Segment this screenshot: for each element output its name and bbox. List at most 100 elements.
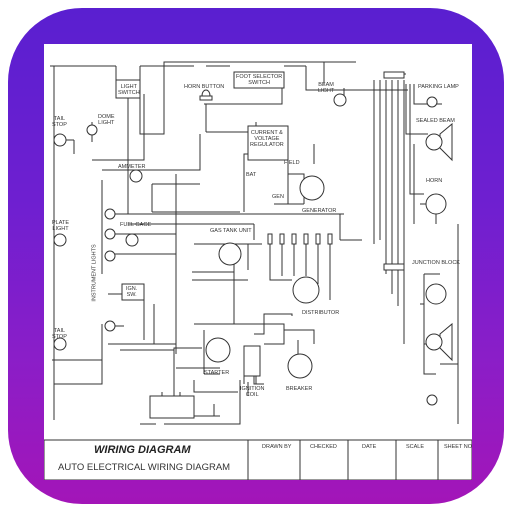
wire	[108, 293, 176, 345]
plate-light-label: PLATE LIGHT	[52, 220, 70, 232]
tail-stop-top-lamp	[53, 133, 67, 147]
fuel-gage-label: FUEL GAGE	[120, 222, 152, 228]
wire	[173, 347, 202, 380]
wire	[102, 134, 201, 354]
generator-label: GENERATOR	[302, 208, 337, 214]
wire	[127, 61, 356, 214]
title-block-date: DATE	[362, 444, 377, 450]
wire	[194, 243, 235, 325]
ignition-coil-label: IGNITION COIL	[240, 386, 265, 398]
bat-label: BAT	[246, 172, 257, 178]
parking-lamp-label: PARKING LAMP	[418, 84, 459, 90]
wire	[420, 273, 440, 375]
junction-strip-top	[383, 71, 405, 79]
wire	[405, 84, 428, 135]
wire	[140, 396, 241, 425]
distributor	[292, 276, 320, 304]
starter-label: STARTER	[204, 370, 230, 376]
parking-lamp	[426, 96, 438, 108]
wire	[269, 254, 331, 300]
gas-tank-unit-label: GAS TANK UNIT	[210, 228, 252, 234]
wire	[234, 323, 285, 344]
wire	[92, 94, 145, 161]
plate-light-lamp	[53, 233, 67, 247]
sealed-beam-label: SEALED BEAM	[416, 118, 455, 124]
junction-block	[383, 263, 405, 271]
title-block-title: WIRING DIAGRAM	[94, 444, 191, 456]
battery	[149, 395, 195, 419]
beam-light-label: BEAM LIGHT	[318, 82, 335, 94]
wire	[409, 84, 424, 195]
instrument-light	[104, 320, 116, 332]
wire	[264, 329, 315, 345]
dome-light-lamp	[86, 124, 98, 136]
horn-button	[199, 89, 213, 101]
breaker	[287, 353, 313, 379]
sealed-beam-top-lens	[425, 133, 443, 151]
instrument-light	[104, 208, 116, 220]
sealed-beam-bottom-lens	[425, 333, 443, 351]
wire	[254, 313, 293, 335]
ammeter-label: AMMETER	[118, 164, 146, 170]
instrument-lights-label: INSTRUMENT LIGHTS	[91, 244, 98, 302]
regulator-box	[247, 125, 289, 161]
battery-terminals	[161, 392, 181, 396]
wiring-diagram-sheet: LIGHT SWITCH HORN BUTTON FOOT SELECTOR S…	[44, 44, 472, 480]
starter	[205, 337, 231, 363]
foot-selector-label: FOOT SELECTOR SWITCH	[236, 74, 283, 86]
ignition-coil	[243, 345, 261, 377]
generator	[299, 175, 325, 201]
wire	[203, 330, 220, 375]
wire	[120, 349, 218, 417]
wire	[143, 296, 155, 344]
light-switch-label: LIGHT SWITCH	[118, 84, 140, 96]
instrument-light	[104, 228, 116, 240]
wire	[108, 233, 176, 255]
horn-button-label: HORN BUTTON	[184, 84, 225, 90]
wire	[115, 66, 141, 81]
dome-light-label: DOME LIGHT	[98, 114, 115, 126]
spark-plugs	[267, 233, 333, 245]
instrument-light	[104, 250, 116, 262]
breaker-label: BREAKER	[286, 386, 313, 392]
junction-block-label: JUNCTION BLOCK	[412, 260, 460, 266]
tail-stop-top-label: TAIL STOP	[52, 116, 67, 128]
title-block: WIRING DIAGRAM AUTO ELECTRICAL WIRING DI…	[44, 440, 472, 480]
title-block-checked: CHECKED	[310, 444, 337, 450]
ign-switch-box	[121, 283, 145, 301]
wire	[269, 244, 331, 254]
wire	[151, 153, 289, 213]
field-label: FIELD	[284, 160, 300, 166]
horn-top	[425, 193, 447, 215]
title-block-scale: SCALE	[406, 444, 425, 450]
beam-light-lamp	[333, 93, 347, 107]
ammeter	[129, 169, 143, 183]
title-block-dividers	[247, 440, 439, 480]
fuel-gage	[125, 233, 139, 247]
tail-stop-bottom-label: TAIL STOP	[52, 328, 67, 340]
current-regulator-label: CURRENT & VOLTAGE REGULATOR	[250, 130, 284, 148]
wire	[108, 213, 362, 241]
wire	[192, 271, 248, 281]
ign-switch-label: IGN. SW.	[126, 286, 138, 298]
title-block-drawn-by: DRAWN BY	[262, 444, 292, 450]
wire	[50, 65, 408, 91]
gas-tank-unit	[218, 242, 242, 266]
horn-bottom	[425, 283, 447, 305]
light-switch-box	[115, 79, 141, 99]
distributor-label: DISTRIBUTOR	[302, 310, 340, 316]
gen-label: GEN	[272, 194, 284, 200]
title-block-sheet-no: SHEET NO	[444, 444, 472, 450]
wire	[52, 359, 103, 385]
wire	[213, 404, 220, 417]
horn-label: HORN	[426, 178, 443, 184]
wire	[128, 223, 255, 240]
title-block-frame	[44, 439, 472, 480]
wire	[193, 380, 241, 396]
foot-selector-box	[233, 71, 285, 89]
tail-stop-bottom-lamp	[53, 337, 67, 351]
wire	[253, 376, 264, 385]
title-block-subtitle: AUTO ELECTRICAL WIRING DIAGRAM	[58, 462, 231, 473]
parking-lamp-bottom	[426, 394, 438, 406]
wire	[343, 80, 405, 344]
